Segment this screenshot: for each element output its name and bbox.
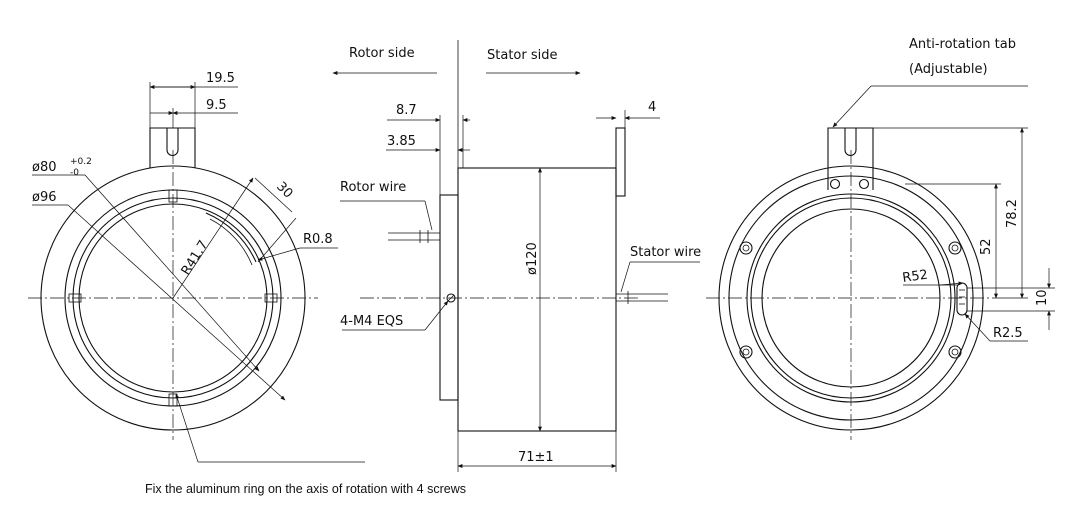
dim-78-2: 78.2 [1005, 199, 1020, 228]
left-tab [149, 127, 196, 168]
side-view: Rotor side Stator side Rotor wire Stator… [332, 40, 701, 472]
mount-hole-icon [739, 241, 753, 255]
tab-screw-icon [829, 178, 841, 190]
dim-52: 52 [979, 238, 994, 255]
rear-tab [827, 127, 874, 190]
mount-hole-icon [948, 241, 962, 255]
tab-label-line2: (Adjustable) [909, 62, 988, 77]
right-rear-view: Anti-rotation tab (Adjustable) 78.2 52 R… [706, 37, 1055, 440]
stator-body [457, 167, 617, 432]
side-tab [615, 127, 626, 197]
dim-10: 10 [1035, 289, 1050, 306]
left-front-view: 19.5 9.5 ø80 +0.2 -0 ø96 R41.7 30 R0.8 [28, 71, 365, 463]
mount-hole-icon [739, 345, 753, 359]
dia-80-tol-lower: -0 [70, 168, 79, 178]
dia-80-tol-upper: +0.2 [70, 157, 92, 167]
r-41-7: R41.7 [179, 238, 212, 278]
tab-label-line1: Anti-rotation tab [909, 37, 1016, 52]
mount-hole-icon [948, 345, 962, 359]
r-2-5: R2.5 [993, 326, 1023, 341]
left-tab-slot [166, 128, 179, 156]
dim-8-7: 8.7 [396, 103, 417, 118]
rotor-side-label: Rotor side [349, 46, 415, 61]
dia-96-label: ø96 [32, 190, 57, 205]
dim-19-5: 19.5 [206, 71, 235, 86]
dia-80-label: ø80 [32, 160, 57, 175]
r-52: R52 [901, 268, 928, 286]
r-0-8: R0.8 [303, 232, 333, 247]
length-dim: 71±1 [518, 450, 554, 465]
wire-slot [956, 282, 968, 316]
dim-3-85: 3.85 [387, 134, 416, 149]
wire-groove [205, 212, 257, 263]
dim-9-5: 9.5 [206, 98, 227, 113]
tab-screw-icon [858, 178, 870, 190]
rotor-wire-label: Rotor wire [340, 180, 406, 195]
screws-label: 4-M4 EQS [340, 314, 403, 329]
stator-wire-label: Stator wire [630, 245, 701, 260]
rear-tab-slot [844, 128, 857, 156]
dia-120: ø120 [525, 242, 540, 275]
stator-side-label: Stator side [487, 48, 557, 63]
screw-icon [446, 293, 456, 303]
caption: Fix the aluminum ring on the axis of rot… [145, 482, 466, 496]
dim-4: 4 [648, 100, 656, 115]
